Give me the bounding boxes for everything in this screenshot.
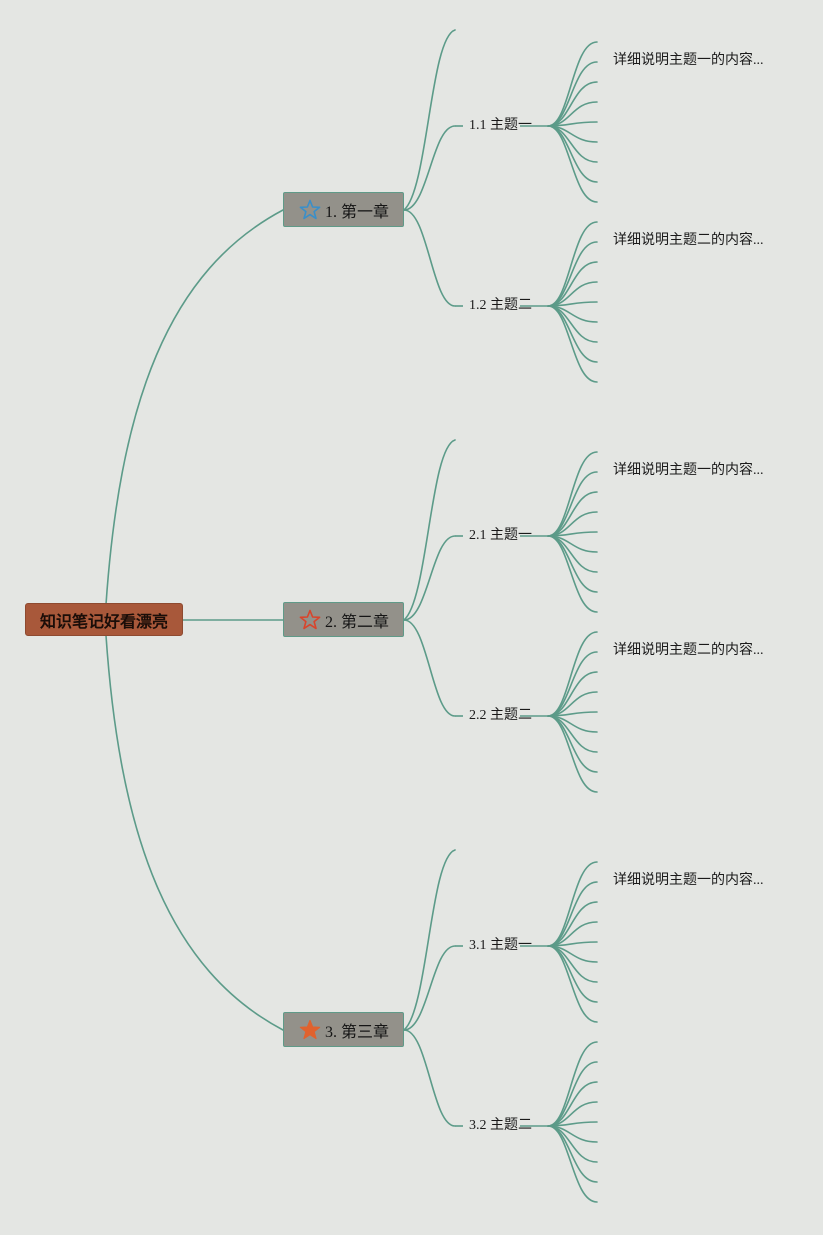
- chapter-branch: [403, 619, 456, 717]
- detail-branch: [547, 61, 598, 127]
- chapter-branch: [403, 209, 456, 307]
- chapter-label: 2. 第二章: [324, 613, 389, 631]
- chapter-branch: [403, 945, 456, 1031]
- root-connector: [104, 619, 284, 1031]
- chapter-label: 1. 第一章: [324, 203, 389, 221]
- root-label: 知识笔记好看漂亮: [39, 611, 168, 631]
- topic-node-3-1[interactable]: 3.1 主题一: [469, 938, 532, 953]
- root-node[interactable]: 知识笔记好看漂亮: [25, 603, 183, 636]
- detail-branch: [547, 305, 598, 383]
- chapter-node-2[interactable]: 2. 第二章: [283, 602, 404, 637]
- topic-node-1-2[interactable]: 1.2 主题二: [469, 298, 532, 313]
- detail-branch: [547, 715, 598, 793]
- detail-branch: [547, 1061, 598, 1127]
- topic-node-1-1[interactable]: 1.1 主题一: [469, 118, 532, 133]
- detail-branch: [547, 535, 598, 613]
- detail-branch: [547, 471, 598, 537]
- detail-branch: [547, 1125, 598, 1203]
- detail-node-3-1[interactable]: 详细说明主题一的内容...: [613, 873, 764, 888]
- star-filled-icon: [298, 1018, 322, 1042]
- root-connector: [104, 209, 284, 621]
- detail-node-2-2[interactable]: 详细说明主题二的内容...: [613, 643, 764, 658]
- detail-node-2-1[interactable]: 详细说明主题一的内容...: [613, 463, 764, 478]
- topic-node-2-2[interactable]: 2.2 主题二: [469, 708, 532, 723]
- star-outline-icon: [298, 198, 322, 222]
- detail-branch: [547, 881, 598, 947]
- chapter-label: 3. 第三章: [324, 1023, 389, 1041]
- detail-node-1-1[interactable]: 详细说明主题一的内容...: [613, 53, 764, 68]
- detail-branch: [547, 945, 598, 1023]
- detail-branch: [547, 651, 598, 717]
- detail-node-1-2[interactable]: 详细说明主题二的内容...: [613, 233, 764, 248]
- detail-branch: [547, 901, 598, 947]
- detail-branch: [547, 81, 598, 127]
- chapter-branch: [403, 439, 456, 621]
- chapter-branch: [403, 1029, 456, 1127]
- topic-node-2-1[interactable]: 2.1 主题一: [469, 528, 532, 543]
- chapter-branch: [403, 29, 456, 211]
- chapter-node-3[interactable]: 3. 第三章: [283, 1012, 404, 1047]
- detail-branch: [547, 671, 598, 717]
- detail-branch: [547, 1081, 598, 1127]
- chapter-branch: [403, 125, 456, 211]
- detail-branch: [547, 125, 598, 203]
- topic-node-3-2[interactable]: 3.2 主题二: [469, 1118, 532, 1133]
- chapter-branch: [403, 535, 456, 621]
- star-outline-icon: [298, 608, 322, 632]
- detail-branch: [547, 261, 598, 307]
- chapter-branch: [403, 849, 456, 1031]
- detail-branch: [547, 491, 598, 537]
- detail-branch: [547, 241, 598, 307]
- chapter-node-1[interactable]: 1. 第一章: [283, 192, 404, 227]
